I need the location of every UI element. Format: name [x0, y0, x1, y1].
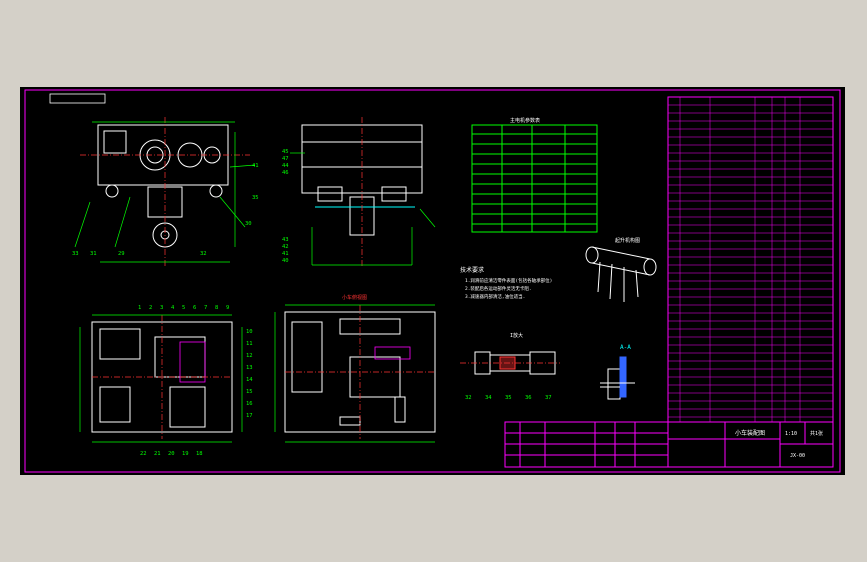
title-block-name: 小车装配图 — [735, 429, 765, 437]
callout-left-44: 44 — [282, 163, 289, 169]
callout-left-43: 43 — [282, 237, 289, 243]
callout-29: 29 — [118, 251, 125, 257]
callout-right-15: 15 — [246, 389, 253, 395]
side-view-top-middle — [290, 117, 436, 267]
callout-left-42: 42 — [282, 244, 289, 250]
callout-left-40: 40 — [282, 258, 289, 264]
drawing-canvas: A-A I放大 技术要求 1.润滑前应清洁零件表面(包括各轴承部位) 2.装配后… — [20, 87, 845, 475]
callout-bottom-20: 20 — [168, 451, 175, 457]
bottom-parts-table — [504, 421, 669, 468]
callout-top-9: 9 — [226, 305, 229, 311]
callout-left-45: 45 — [282, 149, 289, 155]
callout-top-2: 2 — [149, 305, 152, 311]
top-view-title: 小车俯视图 — [342, 294, 367, 301]
callout-32: 32 — [200, 251, 207, 257]
callout-right-11: 11 — [246, 341, 253, 347]
callout-30: 30 — [245, 221, 252, 227]
callout-top-6: 6 — [193, 305, 196, 311]
callout-bottom-21: 21 — [154, 451, 161, 457]
callout-top-1: 1 — [138, 305, 141, 311]
detail-label: I放大 — [510, 332, 523, 339]
callout-right-13: 13 — [246, 365, 253, 371]
callout-section-34: 34 — [485, 395, 492, 401]
callout-top-7: 7 — [204, 305, 207, 311]
outer-frame — [24, 89, 841, 473]
callout-section-36: 36 — [525, 395, 532, 401]
callout-41: 41 — [252, 163, 259, 169]
callout-31: 31 — [90, 251, 97, 257]
hoist-label: 起升机构图 — [615, 237, 640, 244]
callout-section-32: 32 — [465, 395, 472, 401]
motor-parameter-table — [471, 124, 598, 233]
callout-right-16: 16 — [246, 401, 253, 407]
callout-section-35: 35 — [505, 395, 512, 401]
corner-box — [49, 93, 106, 104]
callout-bottom-18: 18 — [196, 451, 203, 457]
plan-view-bottom-middle — [274, 304, 436, 443]
tech-req-title: 技术要求 — [460, 266, 484, 274]
title-block — [667, 421, 834, 468]
callout-right-10: 10 — [246, 329, 253, 335]
callout-right-12: 12 — [246, 353, 253, 359]
detail-view-I — [460, 351, 560, 375]
callout-top-4: 4 — [171, 305, 175, 311]
callout-bottom-22: 22 — [140, 451, 147, 457]
callout-top-3: 3 — [160, 305, 163, 311]
callout-section-37: 37 — [545, 395, 552, 401]
callout-left-46: 46 — [282, 170, 289, 176]
cad-drawing: A-A I放大 技术要求 1.润滑前应清洁零件表面(包括各轴承部位) 2.装配后… — [24, 89, 841, 473]
callout-top-8: 8 — [215, 305, 218, 311]
callout-left-41: 41 — [282, 251, 289, 257]
callout-right-14: 14 — [246, 377, 253, 383]
callout-right-17: 17 — [246, 413, 253, 419]
callout-35: 35 — [252, 195, 259, 201]
front-view-top-left — [74, 117, 256, 267]
section-view-A-A — [600, 356, 635, 400]
title-block-sheet: 共1张 — [810, 430, 823, 437]
section-label-A-A: A-A — [620, 344, 631, 351]
callout-top-5: 5 — [182, 305, 185, 311]
hoist-drum-sketch — [585, 246, 657, 302]
callout-33: 33 — [72, 251, 79, 257]
motor-table-title: 主电机参数表 — [510, 117, 540, 124]
title-block-scale: 1:10 — [785, 431, 797, 437]
title-block-no: JX-00 — [790, 453, 805, 459]
plan-view-bottom-left — [79, 314, 243, 443]
parts-list-table — [667, 96, 834, 423]
tech-req-line-3: 3.减速器内部清洁,油位适当. — [465, 293, 525, 300]
callout-bottom-19: 19 — [182, 451, 189, 457]
callout-left-47: 47 — [282, 156, 289, 162]
tech-req-line-2: 2.装配后各运动部件灵活无卡阻. — [465, 285, 532, 292]
tech-req-line-1: 1.润滑前应清洁零件表面(包括各轴承部位) — [465, 277, 552, 284]
